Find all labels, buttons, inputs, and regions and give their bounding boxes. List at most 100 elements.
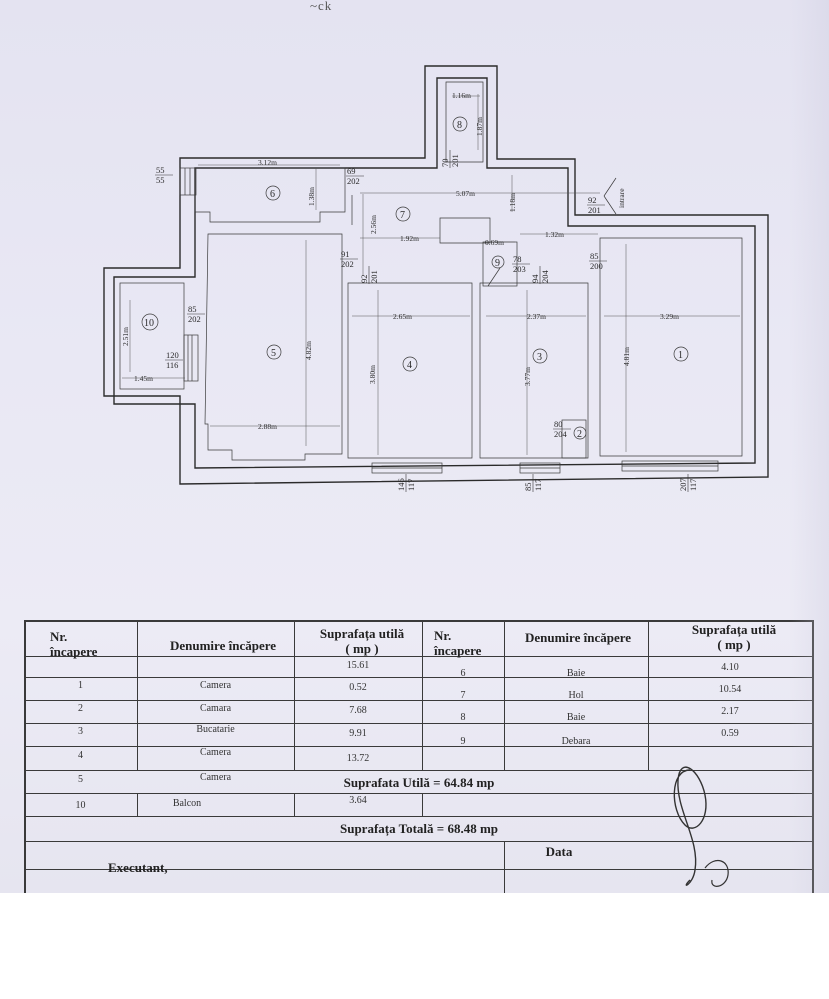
door-width: 92 [359, 275, 369, 284]
room-number-marker: 3 [532, 348, 548, 364]
svg-text:4: 4 [407, 360, 412, 371]
entry-arrow [603, 177, 617, 215]
header-name: Denumire încăpere [169, 638, 277, 653]
door-width: 207 [678, 478, 688, 491]
room-number-marker: 2 [573, 426, 587, 440]
door-height: 202 [341, 259, 354, 269]
row-area: 0.52 [349, 682, 367, 693]
plan-outer-wall [103, 65, 769, 485]
door-height: 116 [166, 360, 178, 370]
row-area: 15.61 [346, 660, 370, 671]
room-number-marker: 6 [265, 185, 281, 201]
row-name: Camera [199, 772, 232, 783]
dim-label: 3.80m [368, 365, 377, 384]
dim-label: 1.45m [134, 374, 153, 383]
door-height: 117 [406, 479, 416, 491]
door-width: 146 [396, 478, 406, 491]
row-nr: 4 [78, 750, 83, 761]
useful-area-total: Suprafata Utilă = 64.84 mp [343, 775, 495, 790]
date-label: Data [545, 844, 573, 859]
svg-text:7: 7 [400, 210, 405, 221]
door-frame-bath [179, 167, 197, 196]
door-width: 78 [513, 254, 522, 264]
door-width: 120 [166, 350, 179, 360]
room-8-outline [445, 81, 484, 163]
svg-text:6: 6 [270, 189, 275, 200]
row-nr: 6 [460, 668, 466, 679]
room-number-marker: 9 [491, 255, 505, 269]
door-width: 69 [347, 166, 356, 176]
header-area: Suprafața utilă( mp ) [319, 626, 405, 656]
row-area: 13.72 [346, 753, 370, 764]
header-nr-right: Nr.încapere [434, 628, 482, 658]
room-4-outline [347, 282, 473, 459]
door-width: 92 [588, 195, 597, 205]
dim-label: 4.81m [622, 347, 631, 366]
door-height: 200 [590, 261, 603, 271]
room-3-outline [479, 282, 589, 459]
svg-text:9: 9 [495, 258, 500, 269]
entry-label: intrare [617, 188, 626, 208]
row-name: Hol [568, 690, 584, 701]
door-height: 202 [188, 314, 201, 324]
balcony-area: 3.64 [349, 795, 367, 806]
row-area: 4.10 [721, 662, 739, 673]
area-table: Nr.încapere Denumire încăpere Suprafața … [24, 620, 814, 893]
door-height: 201 [588, 205, 601, 215]
door-height: 55 [156, 175, 165, 185]
room-number-marker: 8 [452, 116, 468, 132]
room-number-marker: 10 [141, 313, 159, 331]
dim-label: 1.18m [508, 193, 517, 212]
row-area: 2.17 [721, 706, 739, 717]
dim-label: 3.29m [660, 312, 679, 321]
dim-label: 2.37m [527, 312, 546, 321]
door-height: 202 [347, 176, 360, 186]
dim-label: 1.16m [452, 91, 471, 100]
row-nr: 9 [460, 736, 466, 747]
balcony-nr: 10 [75, 800, 86, 811]
svg-text:3: 3 [537, 352, 542, 363]
door-width: 70 [440, 159, 450, 168]
dim-label: 1.32m [545, 230, 564, 239]
svg-text:1: 1 [678, 350, 683, 361]
dim-label: 1.92m [400, 234, 419, 243]
top-margin-mark: ~ck [310, 0, 333, 13]
door-height: 201 [369, 270, 379, 283]
balcony-name: Balcon [172, 798, 202, 809]
row-nr: 8 [460, 712, 466, 723]
row-name: Camera [199, 680, 232, 691]
balcony-door [183, 334, 199, 382]
svg-text:5: 5 [271, 348, 276, 359]
door-width: 85 [590, 251, 599, 261]
svg-text:8: 8 [457, 120, 462, 131]
door-height: 117 [688, 479, 698, 491]
dim-label: 1.87m [475, 117, 484, 136]
header-nr: Nr.încapere [50, 629, 98, 659]
row-nr: 3 [78, 726, 83, 737]
svg-text:10: 10 [144, 318, 154, 329]
room-9-outline [482, 241, 518, 287]
executant-label: Executant, [108, 860, 168, 875]
header-area-right: Suprafața utilă( mp ) [691, 622, 777, 652]
room-number-marker: 5 [266, 344, 282, 360]
room-5-outline [204, 233, 343, 461]
header-name-right: Denumire încăpere [524, 630, 632, 645]
door-width: 85 [188, 304, 197, 314]
row-area: 9.91 [349, 728, 367, 739]
document-sheet: ~ck [0, 0, 829, 893]
dim-label: 2.51m [121, 327, 130, 346]
dim-label: 0.69m [485, 238, 504, 247]
